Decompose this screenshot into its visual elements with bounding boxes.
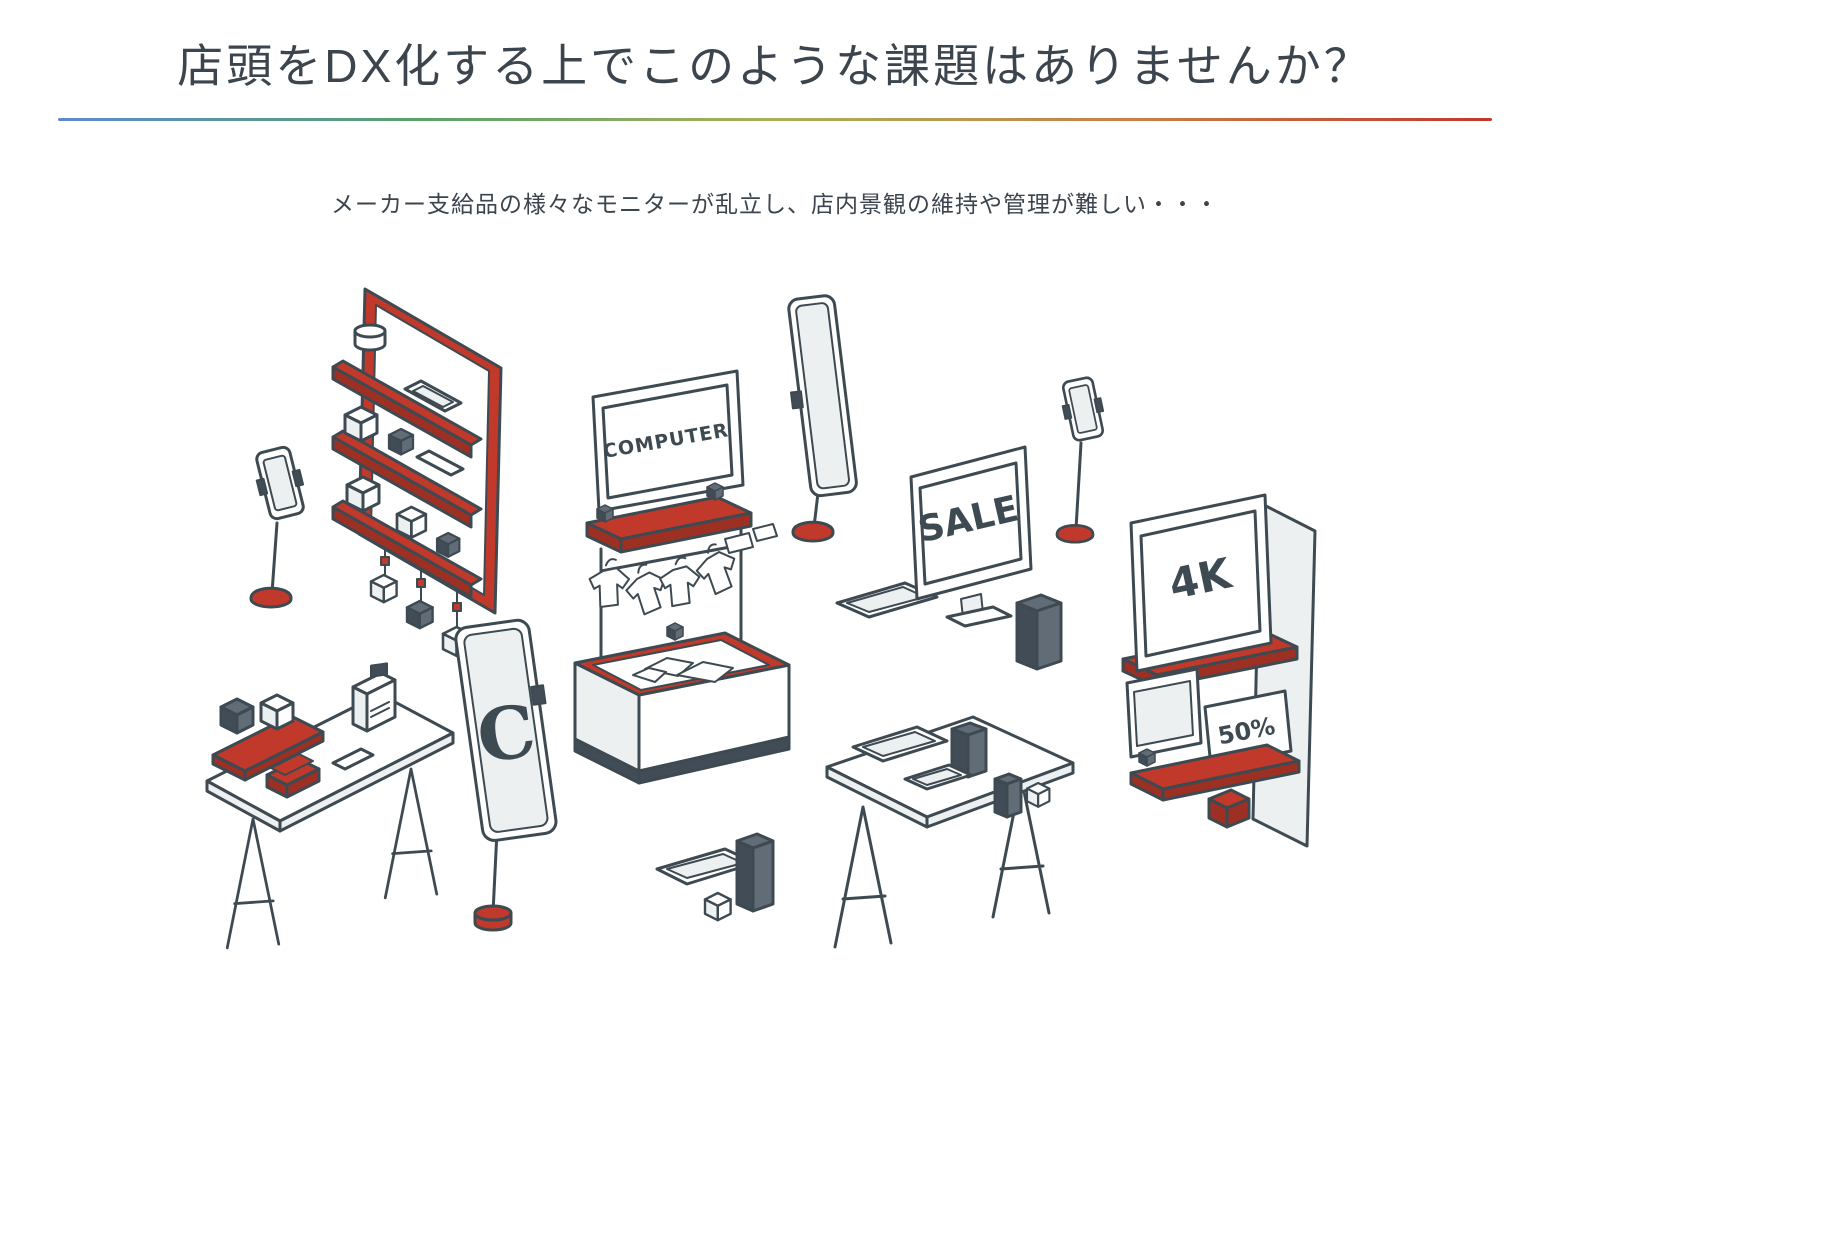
page-title: 店頭をDX化する上でこのような課題はありませんか？ <box>177 40 1373 92</box>
slim-floor-sign <box>787 294 858 543</box>
monitor-computer: COMPUTER <box>591 369 745 526</box>
hanging-shirt <box>656 554 703 610</box>
speaker-small <box>993 772 1023 819</box>
illustration-wrap: C COMPUTER <box>58 271 1492 971</box>
box-product <box>435 531 461 558</box>
tablet-on-shelf <box>415 449 465 477</box>
table-right <box>825 715 1075 949</box>
hanging-box <box>405 599 434 630</box>
clamp <box>596 504 614 523</box>
fourk-display-unit: 4K 50% <box>1121 493 1317 848</box>
stand-base <box>249 586 293 609</box>
clamp <box>666 622 684 641</box>
speaker-tall <box>735 832 775 913</box>
phone-icon <box>1056 374 1110 444</box>
box-product <box>345 475 381 513</box>
phone-icon <box>248 443 312 523</box>
store-devices-illustration: C COMPUTER <box>205 287 1317 950</box>
hanging-card <box>752 523 778 542</box>
stand-base <box>791 520 835 543</box>
hanging-box <box>369 573 398 604</box>
folded-cloth <box>676 661 734 683</box>
pos-register <box>351 662 397 733</box>
phone-stand-right <box>1055 374 1110 544</box>
floor-sign-c: C <box>454 618 558 932</box>
phone-stand-left <box>248 443 312 609</box>
section-divider <box>58 118 1492 121</box>
monitor-4k: 4K <box>1129 493 1273 673</box>
section-container: 店頭をDX化する上でこのような課題はありませんか？ メーカー支給品の様々なモニタ… <box>58 30 1492 971</box>
monitor-sale: SALE <box>909 445 1033 628</box>
hanging-shirt <box>584 554 633 612</box>
merchandise-bin <box>573 622 791 785</box>
remote-pad <box>331 747 375 771</box>
desk-left <box>205 662 455 950</box>
shelf-display-tower <box>331 287 503 658</box>
box-product <box>703 891 732 922</box>
box-product <box>343 405 379 443</box>
monitor-small <box>1125 667 1203 759</box>
clamp <box>706 482 724 501</box>
box-product <box>387 427 415 456</box>
hanging-card <box>724 532 754 554</box>
lead-text: メーカー支給品の様々なモニターが乱立し、店内景観の維持や管理が難しい・・・ <box>331 191 1219 217</box>
box-product <box>1025 781 1051 808</box>
box-product <box>259 693 295 731</box>
hanging-shirt <box>622 561 670 618</box>
red-box <box>1207 788 1251 829</box>
box-product <box>395 505 428 539</box>
garment-rack-display: COMPUTER <box>573 369 791 785</box>
speaker-right <box>1015 593 1063 671</box>
stand-base <box>1055 523 1095 544</box>
clamp <box>1138 748 1156 767</box>
floor-items <box>655 832 775 922</box>
sale-monitor-group: SALE <box>835 445 1063 671</box>
folded-cloth <box>632 667 667 683</box>
sign-c-label: C <box>472 687 541 779</box>
red-box-stack <box>265 753 321 799</box>
speaker <box>219 697 255 735</box>
sign-base <box>473 904 513 932</box>
